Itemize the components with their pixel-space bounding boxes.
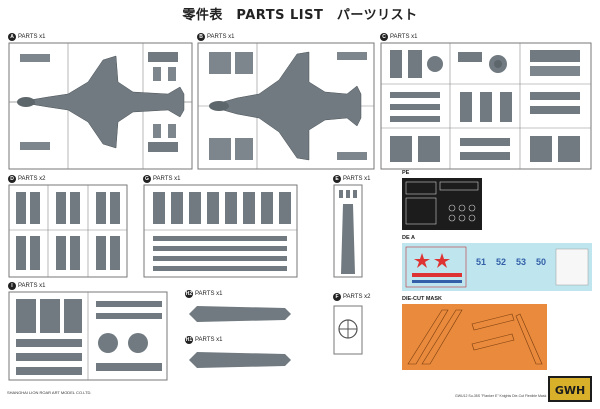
decal-label: DE A (402, 235, 415, 241)
pe-fret (402, 178, 482, 230)
section-e-label: E PARTS x1 (333, 175, 370, 183)
svg-text:53: 53 (516, 257, 526, 267)
section-f-label: F PARTS x2 (333, 293, 370, 301)
sprue-h1 (189, 352, 291, 368)
section-i-count: PARTS x1 (18, 283, 46, 289)
section-f-count: PARTS x2 (343, 294, 371, 300)
section-h2-count: PARTS x1 (195, 291, 223, 297)
section-f-badge: F (333, 293, 341, 301)
section-h1-label: H1 PARTS x1 (185, 336, 222, 344)
sprue-d (8, 184, 128, 278)
sprue-b (197, 42, 375, 170)
section-c-count: PARTS x1 (390, 34, 418, 40)
section-g-count: PARTS x1 (153, 176, 181, 182)
section-a-label: A PARTS x1 (8, 33, 45, 41)
section-b-label: B PARTS x1 (197, 33, 234, 41)
brand-logo: GWH (548, 376, 592, 402)
section-d-badge: D (8, 175, 16, 183)
section-h1-badge: H1 (185, 336, 193, 344)
section-g-label: G PARTS x1 (143, 175, 180, 183)
page-title: 零件表 PARTS LIST パーツリスト (182, 8, 418, 23)
section-a-badge: A (8, 33, 16, 41)
section-h2-label: H2 PARTS x1 (185, 290, 222, 298)
page-header: 零件表 PARTS LIST パーツリスト (0, 4, 600, 24)
sprue-a (8, 42, 193, 170)
section-e-badge: E (333, 175, 341, 183)
decal-sheet: 51 52 53 50 (402, 243, 592, 291)
svg-text:50: 50 (536, 257, 546, 267)
section-a-count: PARTS x1 (18, 34, 46, 40)
svg-text:52: 52 (496, 257, 506, 267)
sprue-g (143, 184, 298, 278)
sprue-e (333, 184, 363, 278)
pe-label: PE (402, 170, 410, 176)
sprue-f (333, 305, 363, 355)
product-caption: GWU12 Su-35S "Flanker E" Knights Die-Cut… (455, 394, 547, 398)
section-b-badge: B (197, 33, 205, 41)
section-g-badge: G (143, 175, 151, 183)
manufacturer-text: SHANGHAI LION ROAR ART MODEL CO.LTD. (7, 390, 92, 395)
section-i-badge: I (8, 282, 16, 290)
die-cut-mask (402, 304, 547, 370)
section-d-label: D PARTS x2 (8, 175, 45, 183)
svg-text:GWH: GWH (555, 384, 585, 397)
section-c-label: C PARTS x1 (380, 33, 417, 41)
section-i-label: I PARTS x1 (8, 282, 45, 290)
section-h2-badge: H2 (185, 290, 193, 298)
section-e-count: PARTS x1 (343, 176, 371, 182)
sprue-i (8, 291, 168, 381)
svg-text:51: 51 (476, 257, 486, 267)
sprue-h2 (189, 306, 291, 322)
sprue-c (380, 42, 592, 170)
section-b-count: PARTS x1 (207, 34, 235, 40)
section-h1-count: PARTS x1 (195, 337, 223, 343)
mask-label: DIE-CUT MASK (402, 296, 443, 302)
section-d-count: PARTS x2 (18, 176, 46, 182)
section-c-badge: C (380, 33, 388, 41)
